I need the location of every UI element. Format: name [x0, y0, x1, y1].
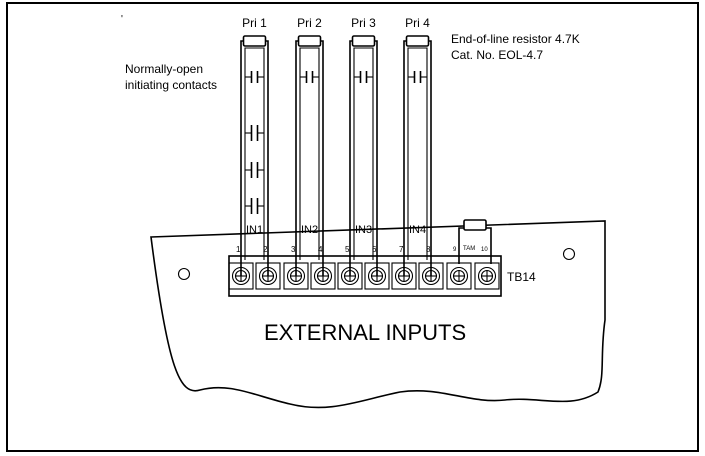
mounting-hole-right: [562, 247, 576, 261]
board-title: EXTERNAL INPUTS: [264, 320, 466, 345]
resistor-note-line-1: End-of-line resistor 4.7K: [451, 32, 580, 46]
contact-symbol: [245, 125, 264, 141]
contact-symbol: [245, 162, 264, 178]
primary-label: Pri 2: [297, 16, 322, 30]
input-label: IN2: [301, 224, 318, 236]
terminal-number: 8: [426, 245, 431, 254]
input-label: IN3: [355, 224, 372, 236]
tam-label: TAM: [463, 246, 475, 252]
screw-terminal: [474, 262, 500, 290]
eol-resistor: [242, 35, 267, 47]
primary-label: Pri 4: [405, 16, 430, 30]
input-label: IN1: [246, 224, 263, 236]
wiring-loop: [349, 35, 378, 276]
eol-resistor: [351, 35, 376, 47]
wiring-loop: [240, 35, 269, 276]
tam-resistor: [458, 219, 492, 264]
diagram-frame: [6, 2, 699, 452]
contact-symbol: [354, 71, 373, 83]
contacts-note-line-2: initiating contacts: [125, 78, 217, 92]
terminal-number: 5: [345, 245, 350, 254]
contact-symbol: [245, 71, 264, 83]
terminal-number: 7: [399, 245, 404, 254]
circuit-board: [150, 220, 606, 409]
mounting-hole-left: [177, 267, 191, 281]
terminal-number: 9: [453, 247, 457, 253]
screw-terminal: [446, 262, 472, 290]
wiring-loop: [295, 35, 324, 276]
terminal-block: [228, 255, 502, 297]
terminal-number: 3: [291, 245, 296, 254]
stray-mark: ': [121, 14, 123, 25]
contact-symbol: [300, 71, 319, 83]
eol-resistor: [297, 35, 322, 47]
contacts-note-line-1: Normally-open: [125, 62, 203, 76]
eol-resistor: [405, 35, 430, 47]
terminal-number: 10: [481, 247, 488, 253]
input-label: IN4: [409, 224, 426, 236]
primary-label: Pri 3: [351, 16, 376, 30]
terminal-number: 4: [318, 245, 323, 254]
wiring-loop: [403, 35, 432, 276]
terminal-number: 6: [372, 245, 377, 254]
contact-symbol: [245, 198, 264, 214]
primary-label: Pri 1: [242, 16, 267, 30]
terminal-number: 1: [236, 245, 241, 254]
wiring-loops: [240, 35, 432, 276]
terminal-number: 2: [263, 245, 268, 254]
resistor-note-line-2: Cat. No. EOL-4.7: [451, 48, 543, 62]
terminal-block-label: TB14: [507, 270, 536, 284]
contact-symbol: [408, 71, 427, 83]
